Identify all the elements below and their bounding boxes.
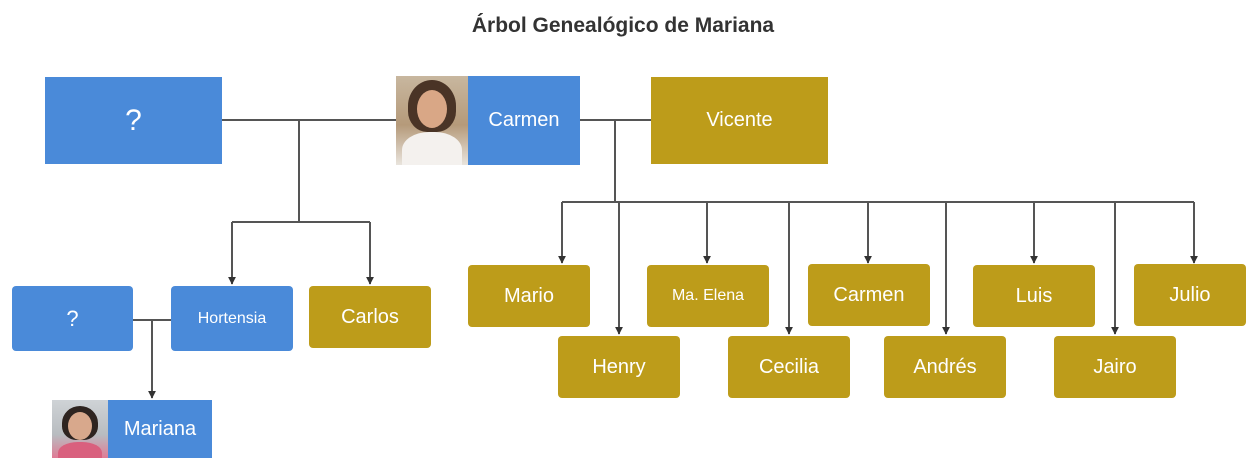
node-carmen-child[interactable]: Carmen <box>808 264 930 326</box>
node-label: Cecilia <box>758 355 820 378</box>
node-label: Carmen <box>488 109 560 131</box>
mariana-photo <box>52 400 108 458</box>
node-label: Vicente <box>706 109 773 131</box>
node-label: Julio <box>1169 283 1211 306</box>
node-henry[interactable]: Henry <box>558 336 680 398</box>
node-label: Jairo <box>1093 355 1137 378</box>
node-label: Mariana <box>123 417 197 440</box>
node-julio[interactable]: Julio <box>1134 264 1246 326</box>
node-label: Hortensia <box>197 309 267 327</box>
node-label: Carmen <box>833 283 905 306</box>
node-label: Carlos <box>341 305 399 328</box>
node-label: Ma. Elena <box>671 287 745 304</box>
node-cecilia[interactable]: Cecilia <box>728 336 850 398</box>
node-label: ? <box>66 305 79 331</box>
node-unknown-parent[interactable]: ? <box>12 286 133 351</box>
node-label: Henry <box>592 355 646 378</box>
page-title: Árbol Genealógico de Mariana <box>471 14 775 37</box>
node-luis[interactable]: Luis <box>973 265 1095 327</box>
node-mariana[interactable]: Mariana <box>52 400 212 458</box>
node-label: Luis <box>1015 284 1053 307</box>
node-label: Andrés <box>913 355 977 378</box>
node-label: ? <box>125 103 142 137</box>
node-label: Mario <box>503 284 554 307</box>
node-unknown-grandparent[interactable]: ? <box>45 77 222 164</box>
node-andres[interactable]: Andrés <box>884 336 1006 398</box>
node-mario[interactable]: Mario <box>468 265 590 327</box>
node-vicente[interactable]: Vicente <box>651 77 828 164</box>
node-carlos[interactable]: Carlos <box>309 286 431 348</box>
node-jairo[interactable]: Jairo <box>1054 336 1176 398</box>
node-ma-elena[interactable]: Ma. Elena <box>647 265 769 327</box>
node-carmen-grandmother[interactable]: Carmen <box>396 76 580 165</box>
carmen-photo <box>396 76 468 165</box>
node-hortensia[interactable]: Hortensia <box>171 286 293 351</box>
